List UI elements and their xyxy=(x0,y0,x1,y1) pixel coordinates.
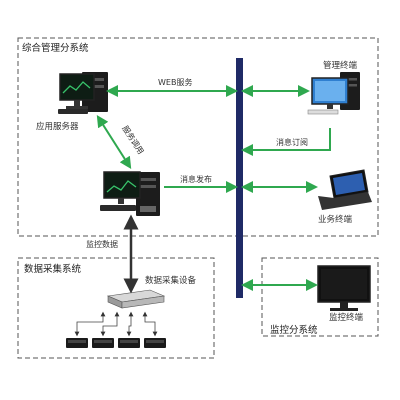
monitoring-data-label: 监控数据 xyxy=(86,239,118,249)
business-terminal-icon xyxy=(318,169,372,210)
data-collection-device-icon xyxy=(106,289,166,309)
management-terminal-icon xyxy=(307,72,360,115)
monitoring-system-title: 监控分系统 xyxy=(270,324,318,336)
app-server-label: 应用服务器 xyxy=(36,121,79,132)
business-terminal-label: 业务终端 xyxy=(318,214,353,225)
management-terminal-label: 管理终端 xyxy=(323,60,358,71)
app-server-icon xyxy=(58,72,108,114)
sensor-device-icons xyxy=(66,338,166,348)
service-call-label: 服务调用 xyxy=(120,124,146,156)
network-bus xyxy=(236,58,243,298)
data-collection-system-title: 数据采集系统 xyxy=(24,263,82,275)
monitor-terminal-icon xyxy=(317,265,371,311)
central-host-icon xyxy=(100,171,160,216)
data-collection-device-label: 数据采集设备 xyxy=(145,275,197,286)
data-collection-system-box xyxy=(17,257,215,359)
web-service-label: WEB服务 xyxy=(158,77,192,87)
message-publish-label: 消息发布 xyxy=(180,174,212,184)
monitoring-system-box xyxy=(261,257,379,337)
message-subscribe-label: 消息订阅 xyxy=(276,137,308,147)
sensor-link-arrows xyxy=(74,311,158,337)
monitor-terminal-label: 监控终端 xyxy=(329,312,364,323)
integrated-system-title: 综合管理分系统 xyxy=(22,42,89,54)
service-call-arrow[interactable] xyxy=(96,114,132,170)
message-subscribe-arrow[interactable] xyxy=(241,128,331,156)
integrated-system-box xyxy=(17,37,379,237)
